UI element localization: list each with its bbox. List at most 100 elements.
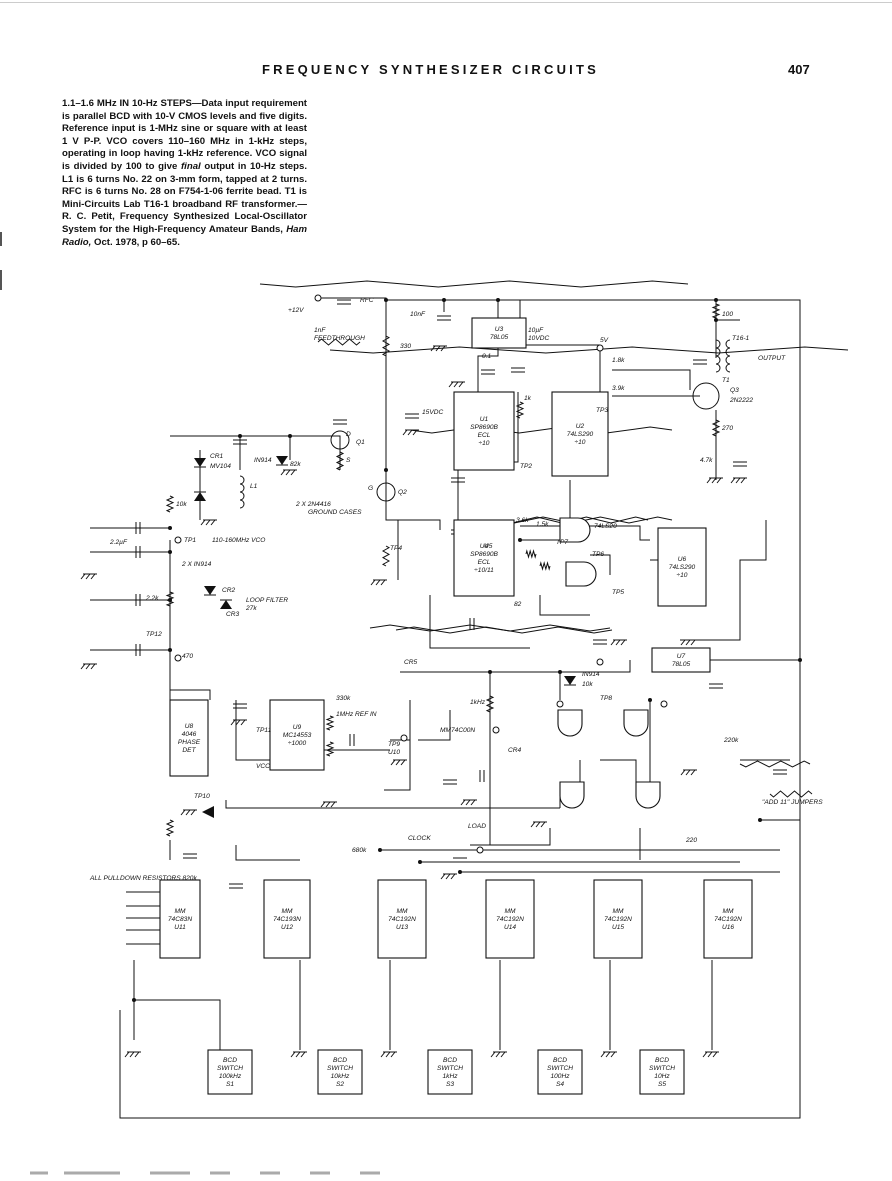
wire [400,660,631,673]
ground-symbol [680,769,686,776]
chip-label: 100Hz [550,1073,570,1080]
component-label: 2.2k [145,595,159,602]
ground-symbol [540,821,546,828]
ground-symbol [210,519,216,526]
chip-label: 74C192N [388,916,416,923]
terminal [492,726,500,734]
caption-body: output in 10-Hz steps. L1 is 6 turns No.… [62,160,307,235]
chip-label: ÷10 [479,440,490,447]
chip-label: 74C192N [496,916,524,923]
component-label: 680k [352,847,367,854]
component-label: TP9 [388,741,400,748]
chip-body [453,519,515,597]
ground-symbol [440,873,446,880]
component-label: TP8 [600,695,612,702]
resistor [165,591,175,607]
ground-symbol [610,1051,616,1058]
chip-label: S1 [226,1081,234,1088]
resistor [325,741,335,757]
component-label: OUTPUT [758,355,786,362]
diode [564,676,576,685]
page-header: FREQUENCY SYNTHESIZER CIRCUITS 407 [0,62,892,82]
ground-symbol [615,639,621,646]
ground-symbol [407,429,413,436]
chip-label: SP8690B [470,551,498,558]
resistor [395,626,613,634]
chip-label: U8 [185,723,194,730]
ground-symbol [490,1051,496,1058]
chip-label: U14 [504,924,516,931]
ground-symbol [453,381,459,388]
component-label: ALL PULLDOWN RESISTORS 820k [89,875,197,882]
chip-label: ECL [478,432,491,439]
ground-symbol [495,1051,501,1058]
chip-body [427,1049,473,1095]
component-label: TP6 [592,551,604,558]
chip-label: BCD [333,1057,347,1064]
ground-symbol [190,809,196,816]
ground-symbol [690,639,696,646]
chip-label: U12 [281,924,293,931]
component-label: IN914 [582,671,600,678]
component-label: IN914 [254,457,272,464]
component-label: G [368,485,373,492]
transistor [330,430,350,450]
ground-symbol [385,1051,391,1058]
resistor [329,346,849,354]
component-label: 10k [176,501,187,508]
chip-label: 74LS290 [567,431,594,438]
ground-symbol [430,345,436,352]
ground-symbol [730,477,736,484]
ground-symbol [620,639,626,646]
chip-body [317,1049,363,1095]
chip-label: BCD [223,1057,237,1064]
component-label: 10nF [410,311,426,318]
chip-label: U7 [677,653,686,660]
junction-dot [714,318,718,322]
chip-label: S4 [556,1081,564,1088]
ground-symbol [535,821,541,828]
chip-label: DET [182,747,196,754]
component-label: 1nF [314,327,326,334]
chip-body [639,1049,685,1095]
resistor [499,516,673,524]
chip-body [657,527,707,607]
chip-label: ECL [478,559,491,566]
component-label: TP4 [390,545,402,552]
wire [169,689,211,700]
chip-label: 74C83N [168,916,192,923]
chip-body [651,647,711,673]
junction-dot [458,870,462,874]
footer-dashes [30,1171,380,1175]
wire [384,700,411,791]
chip-label: 74LS290 [669,564,696,571]
transformer-coil [725,339,731,373]
chip-body [377,879,427,959]
ground-symbol [235,719,241,726]
ground-symbol [530,821,536,828]
chip-label: 10Hz [654,1073,670,1080]
chip-body [269,699,325,771]
junction-dot [496,298,500,302]
ground-symbol [440,345,446,352]
page-number: 407 [788,62,810,77]
component-label: GROUND CASES [308,509,362,516]
junction-dot [518,538,522,542]
component-label: FEEDTHROUGH [314,335,365,342]
chip-label: S5 [658,1081,666,1088]
junction-dot [714,298,718,302]
junction-dot [384,298,388,302]
component-label: "ADD 11" JUMPERS [762,799,823,806]
ground-symbol [402,429,408,436]
resistor [739,760,811,768]
